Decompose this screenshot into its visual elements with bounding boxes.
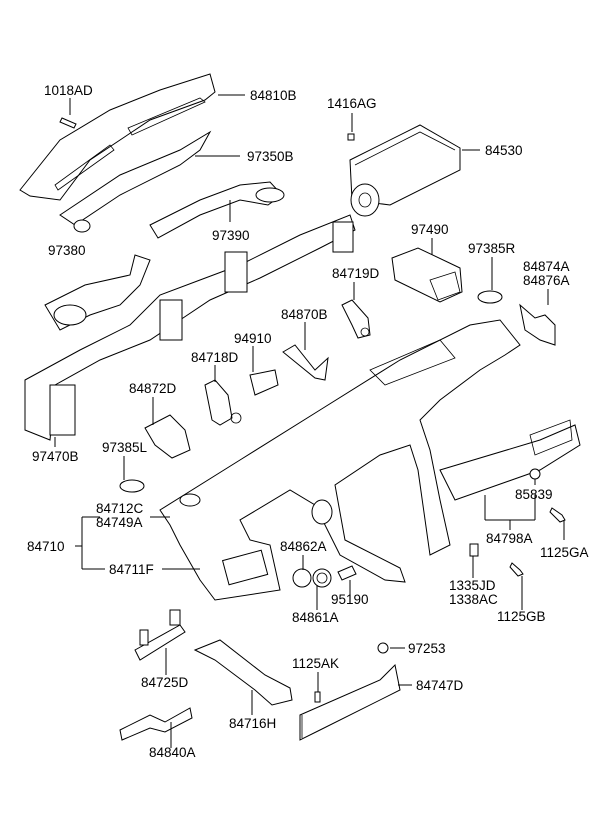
part-97350b-duct <box>59 130 212 233</box>
part-84716h-bracket <box>193 639 293 706</box>
label-84861a[interactable]: 84861A <box>292 610 339 625</box>
part-97253-bulb <box>377 642 389 654</box>
label-97490[interactable]: 97490 <box>411 222 449 237</box>
part-1416ag-clip <box>347 133 355 141</box>
part-97390-side-duct <box>149 181 285 239</box>
part-84810b-upper-cover <box>19 73 216 201</box>
part-84840a-bracket <box>119 707 193 741</box>
label-84710[interactable]: 84710 <box>27 539 65 554</box>
part-84747d-bracket <box>299 663 401 741</box>
label-84798a[interactable]: 84798A <box>486 531 533 546</box>
label-97385r[interactable]: 97385R <box>468 241 516 256</box>
part-84718d-bracket <box>204 379 242 426</box>
part-97385l-grille <box>119 479 145 493</box>
label-1338ac[interactable]: 1338AC <box>449 592 498 607</box>
label-97380[interactable]: 97380 <box>48 243 86 258</box>
part-97490-center-vent <box>391 247 463 303</box>
part-84872d-bracket <box>144 414 191 459</box>
label-85839[interactable]: 85839 <box>515 487 553 502</box>
part-84719d-bracket <box>341 299 371 339</box>
label-84719d[interactable]: 84719D <box>332 266 380 281</box>
label-1125gb[interactable]: 1125GB <box>497 609 546 624</box>
label-95190[interactable]: 95190 <box>331 592 369 607</box>
part-84725d-bracket <box>134 609 186 661</box>
part-84874a-bracket <box>519 303 556 346</box>
label-84874a[interactable]: 84874A <box>523 259 570 274</box>
part-97385r-grille <box>477 290 503 304</box>
part-1125gb-bolt <box>509 562 524 577</box>
leader-lines <box>54 94 565 748</box>
label-94910[interactable]: 94910 <box>234 331 272 346</box>
label-1335jd[interactable]: 1335JD <box>449 578 496 593</box>
label-84872d[interactable]: 84872D <box>129 381 177 396</box>
label-84530[interactable]: 84530 <box>485 143 523 158</box>
label-1125ga[interactable]: 1125GA <box>540 545 589 560</box>
label-97470b[interactable]: 97470B <box>32 449 79 464</box>
part-84861a-ring <box>312 568 332 588</box>
label-97253[interactable]: 97253 <box>408 641 446 656</box>
part-1125ga-bolt <box>549 507 566 523</box>
label-84718d[interactable]: 84718D <box>191 350 239 365</box>
label-97385l[interactable]: 97385L <box>102 440 148 455</box>
label-97390[interactable]: 97390 <box>212 228 250 243</box>
part-84862a-ring <box>292 568 312 588</box>
part-1125ak-bolt <box>314 691 321 703</box>
label-84810b[interactable]: 84810B <box>250 88 297 103</box>
label-84749a[interactable]: 84749A <box>96 515 143 530</box>
part-84710-crash-pad <box>159 319 521 601</box>
label-1125ak[interactable]: 1125AK <box>292 656 339 671</box>
part-1018ad-screw <box>59 117 77 129</box>
part-labels: 1018AD 84810B 1416AG 97350B 84530 97380 … <box>27 83 589 760</box>
part-95190-lamp <box>337 565 357 581</box>
label-84712c[interactable]: 84712C <box>96 501 144 516</box>
label-84876a[interactable]: 84876A <box>523 273 570 288</box>
label-84870b[interactable]: 84870B <box>281 307 328 322</box>
label-84725d[interactable]: 84725D <box>141 675 189 690</box>
label-97350b[interactable]: 97350B <box>247 149 294 164</box>
part-main-heater-duct <box>24 214 356 441</box>
label-1018ad[interactable]: 1018AD <box>44 83 93 98</box>
label-84716h[interactable]: 84716H <box>229 716 276 731</box>
label-84862a[interactable]: 84862A <box>280 539 327 554</box>
label-1416ag[interactable]: 1416AG <box>327 96 377 111</box>
part-94910-sensor <box>249 369 279 396</box>
label-84840a[interactable]: 84840A <box>149 745 196 760</box>
label-84711f[interactable]: 84711F <box>109 562 154 577</box>
label-84747d[interactable]: 84747D <box>416 678 464 693</box>
part-1335jd-clip <box>469 543 479 557</box>
part-84798a-glove-box <box>439 419 581 501</box>
part-84870b-bracket <box>282 344 329 381</box>
part-84530-airbag <box>349 124 461 217</box>
part-85839-bumper <box>529 468 541 480</box>
